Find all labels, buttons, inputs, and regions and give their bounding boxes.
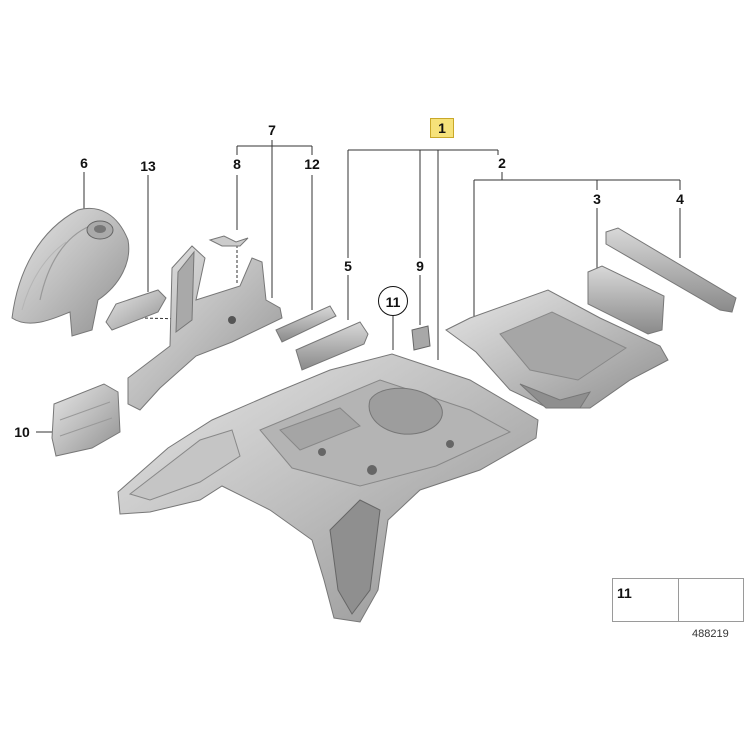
part-9-bracket bbox=[411, 325, 431, 351]
part-4-crossmember bbox=[605, 227, 737, 313]
callout-8: 8 bbox=[233, 156, 241, 172]
callout-4: 4 bbox=[676, 191, 684, 207]
callout-6: 6 bbox=[80, 155, 88, 171]
callout-13: 13 bbox=[140, 158, 156, 174]
callout-10: 10 bbox=[14, 424, 30, 440]
legend-part-number: 11 bbox=[617, 585, 632, 601]
legend-divider bbox=[678, 579, 679, 621]
callout-5: 5 bbox=[344, 258, 352, 274]
part-2-rear-floor bbox=[445, 289, 669, 409]
part-1-floor-assembly bbox=[117, 353, 539, 623]
callout-1: 1 bbox=[430, 118, 454, 138]
callout-11: 11 bbox=[378, 286, 408, 316]
part-12-strip bbox=[275, 305, 337, 343]
part-6-wheel-arch bbox=[11, 207, 130, 337]
part-10-panel bbox=[51, 383, 121, 457]
part-8-member bbox=[127, 235, 283, 411]
part-3-panel bbox=[587, 265, 665, 335]
callout-12: 12 bbox=[304, 156, 320, 172]
part-13-bracket bbox=[105, 289, 167, 331]
diagram-id: 488219 bbox=[692, 628, 729, 640]
callout-7: 7 bbox=[268, 122, 276, 138]
callout-3: 3 bbox=[593, 191, 601, 207]
part-5-channel bbox=[295, 321, 369, 371]
part-legend: 11 bbox=[612, 578, 744, 622]
callout-2: 2 bbox=[498, 155, 506, 171]
callout-9: 9 bbox=[416, 258, 424, 274]
